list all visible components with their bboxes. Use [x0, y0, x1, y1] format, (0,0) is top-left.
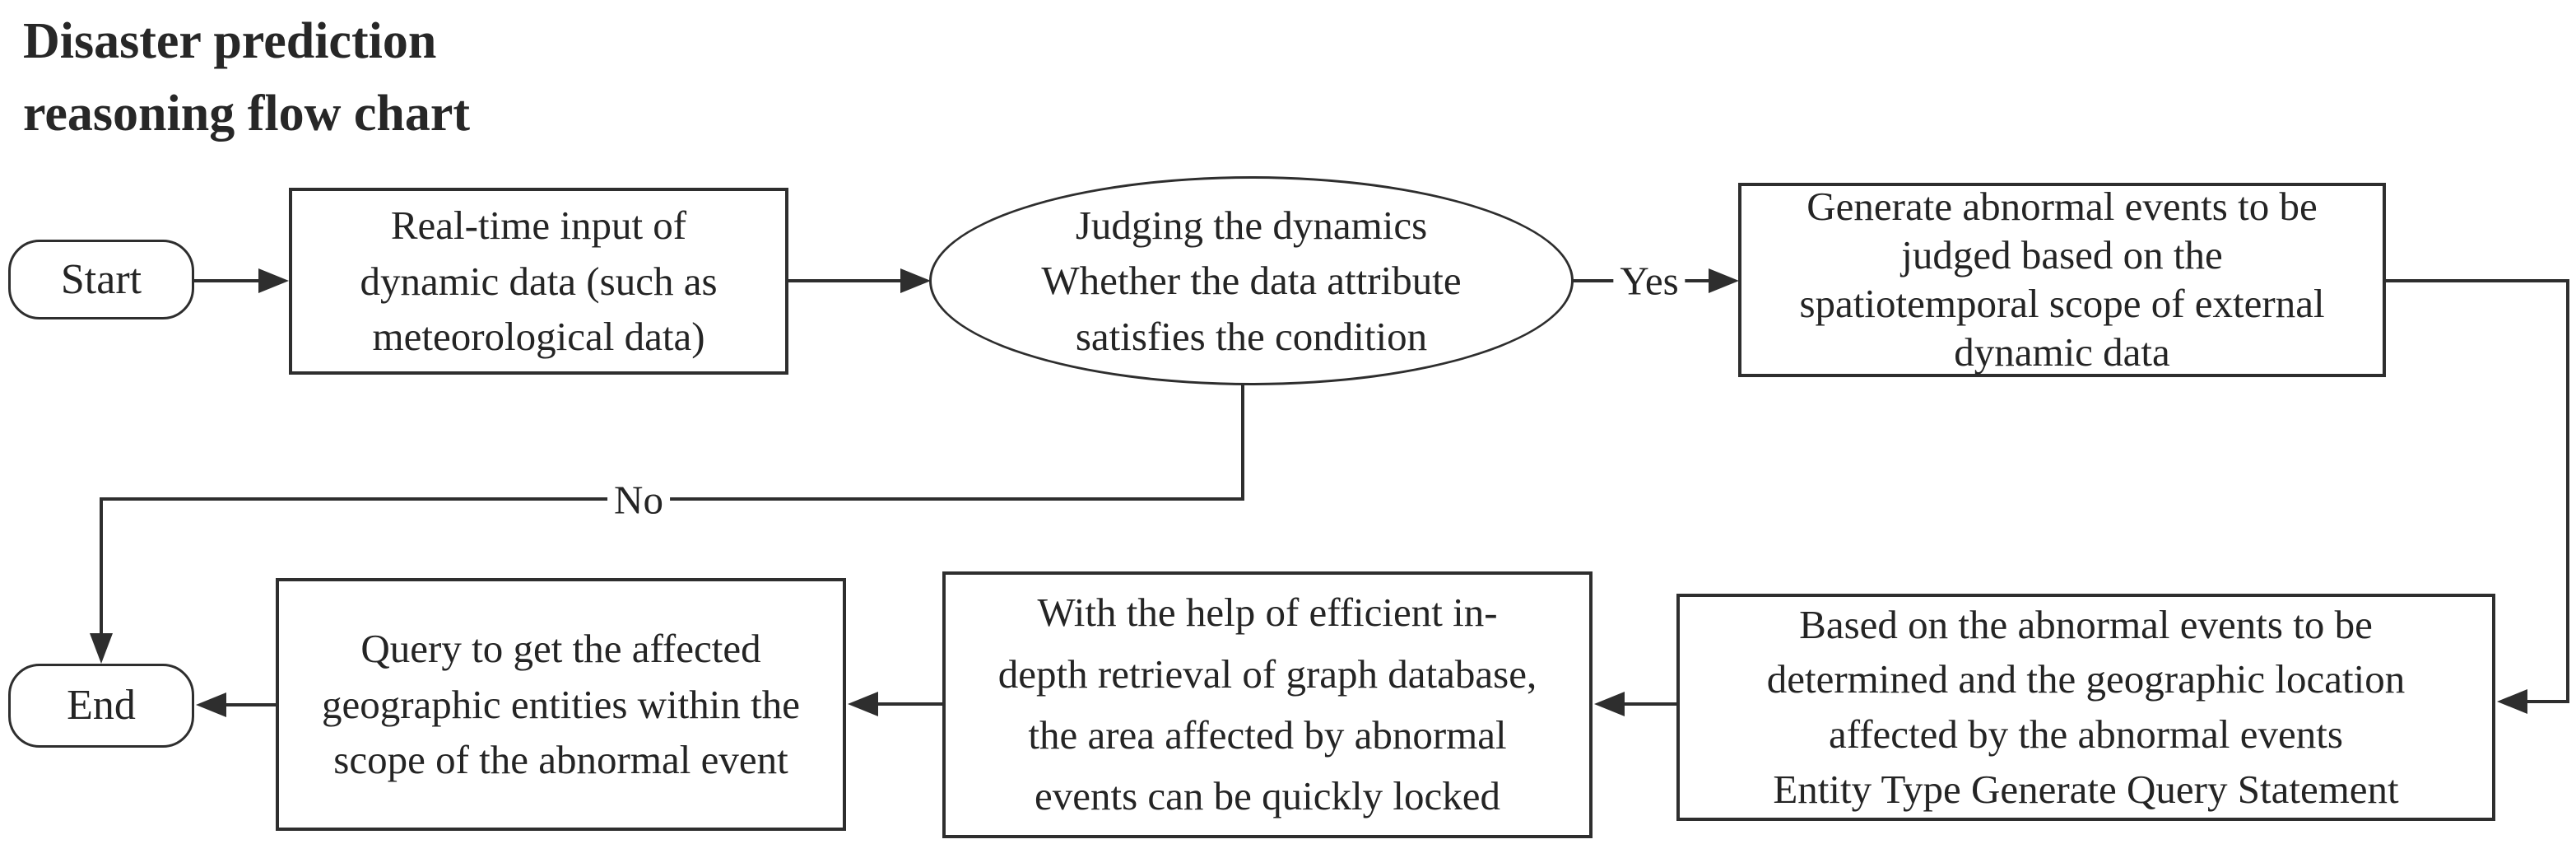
process-text-line: depth retrieval of graph database, — [997, 650, 1537, 697]
decision-text-line: satisfies the condition — [1075, 313, 1428, 359]
process-text-line: With the help of efficient in- — [1037, 590, 1498, 636]
page-title: Disaster prediction reasoning flow chart — [23, 5, 470, 150]
process-node-graph-retrieval: With the help of efficient in- depth ret… — [942, 571, 1593, 838]
yes-branch-label: Yes — [1613, 260, 1686, 301]
end-terminal-node: End — [8, 664, 194, 748]
arrowhead-decision-to-generate — [1709, 268, 1739, 293]
process-node-query-entities: Query to get the affected geographic ent… — [276, 578, 846, 831]
process-text-line: Real-time input of — [390, 203, 687, 249]
process-text-line: dynamic data — [1954, 329, 2170, 375]
process-node-query-statement: Based on the abnormal events to be deter… — [1676, 594, 2495, 821]
start-label: Start — [60, 255, 142, 303]
page-title-line-2: reasoning flow chart — [23, 86, 471, 142]
process-text-line: geographic entities within the — [321, 681, 801, 727]
decision-ellipse-node: Judging the dynamics Whether the data at… — [929, 176, 1574, 385]
process-text-line: the area affected by abnormal — [1028, 712, 1507, 758]
start-terminal-node: Start — [8, 240, 194, 319]
process-text-line: Query to get the affected — [360, 626, 761, 672]
arrowhead-decision-to-end-no — [90, 633, 113, 664]
edge-generate-to-based — [2386, 279, 2569, 703]
arrowhead-retrieval-to-query — [848, 692, 878, 716]
no-branch-label: No — [607, 479, 670, 520]
process-text-line: Based on the abnormal events to be — [1799, 601, 2373, 647]
arrowhead-query-to-end — [196, 692, 226, 717]
process-text-line: judged based on the — [1901, 232, 2223, 278]
process-text-line: events can be quickly locked — [1034, 773, 1500, 819]
process-text-line: scope of the abnormal event — [333, 737, 788, 783]
end-label: End — [67, 682, 136, 730]
process-text-line: determined and the geographic location — [1766, 656, 2406, 702]
arrowhead-based-to-retrieval — [1594, 692, 1625, 716]
decision-text-line: Whether the data attribute — [1041, 258, 1462, 304]
process-text-line: Generate abnormal events to be — [1806, 184, 2318, 230]
arrowhead-generate-to-based — [2497, 689, 2527, 714]
process-text-line: Entity Type Generate Query Statement — [1773, 766, 2399, 812]
arrowhead-input-to-decision — [900, 268, 931, 293]
process-text-line: spatiotemporal scope of external — [1799, 281, 2325, 326]
process-node-generate-events: Generate abnormal events to be judged ba… — [1738, 183, 2386, 377]
page-title-line-1: Disaster prediction — [23, 13, 437, 69]
process-text-line: affected by the abnormal events — [1829, 711, 2343, 757]
decision-text-line: Judging the dynamics — [1075, 202, 1428, 248]
arrowhead-start-to-input — [258, 268, 289, 293]
process-node-realtime-input: Real-time input of dynamic data (such as… — [289, 188, 788, 375]
edge-decision-to-end-no — [100, 384, 1244, 656]
process-text-line: dynamic data (such as — [360, 258, 718, 304]
process-text-line: meteorological data) — [372, 314, 705, 360]
